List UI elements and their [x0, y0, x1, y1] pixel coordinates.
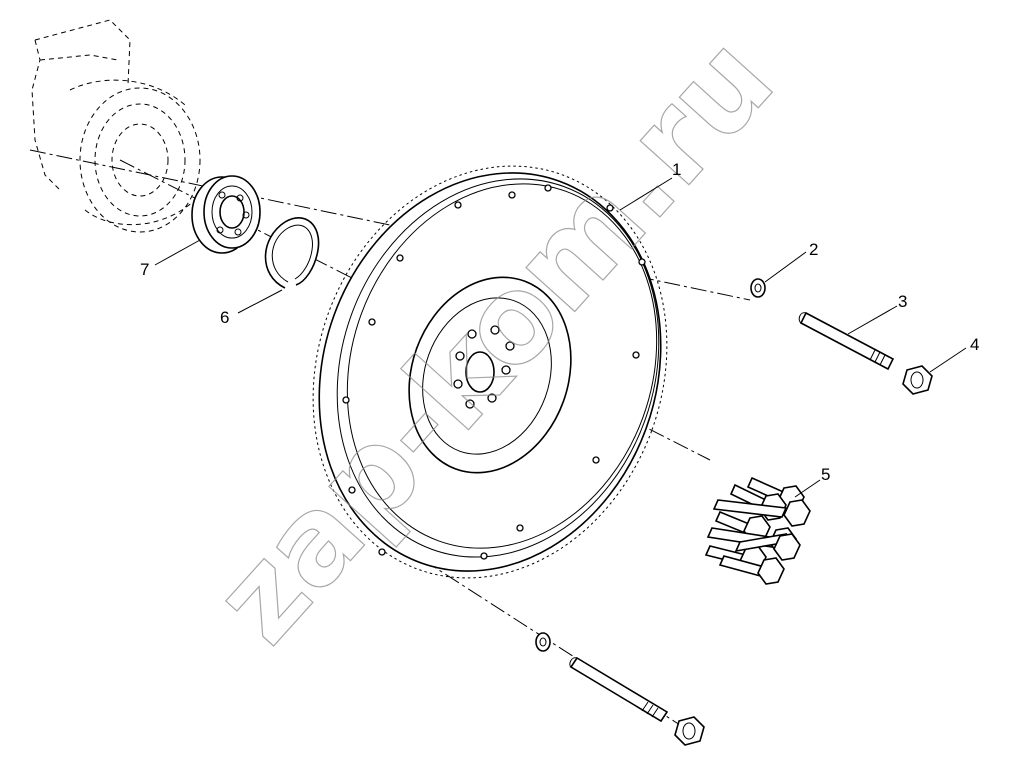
callout-4: 4 [970, 335, 979, 354]
flywheel-part-1 [312, 165, 668, 579]
bolt [734, 532, 801, 561]
nut-part-4 [902, 365, 933, 395]
bolt [718, 555, 785, 585]
leader-lines [154, 177, 967, 498]
callout-labels: 1 2 3 4 5 6 7 [140, 160, 979, 484]
bolt [712, 499, 811, 527]
svg-text:zap-kom.ru: zap-kom.ru [188, 11, 800, 669]
rim-bolt-holes [342, 184, 646, 560]
callout-2: 2 [809, 240, 818, 259]
snap-ring-part-6 [264, 217, 320, 289]
watermark: zap-kom.ru [188, 10, 802, 670]
callout-6: 6 [220, 308, 229, 327]
bolts-part-5 [704, 476, 811, 585]
washer-lower [535, 632, 551, 652]
callout-5: 5 [821, 465, 830, 484]
stud-part-3 [798, 311, 895, 371]
callout-1: 1 [672, 160, 681, 179]
callout-7: 7 [140, 260, 149, 279]
crankshaft-flange [31, 19, 201, 233]
bearing-part-7 [191, 175, 261, 254]
washer-part-2 [750, 278, 766, 298]
nut-lower [674, 716, 705, 746]
stud-lower [569, 656, 669, 723]
callout-3: 3 [898, 292, 907, 311]
hub-bolt-holes [453, 325, 515, 409]
